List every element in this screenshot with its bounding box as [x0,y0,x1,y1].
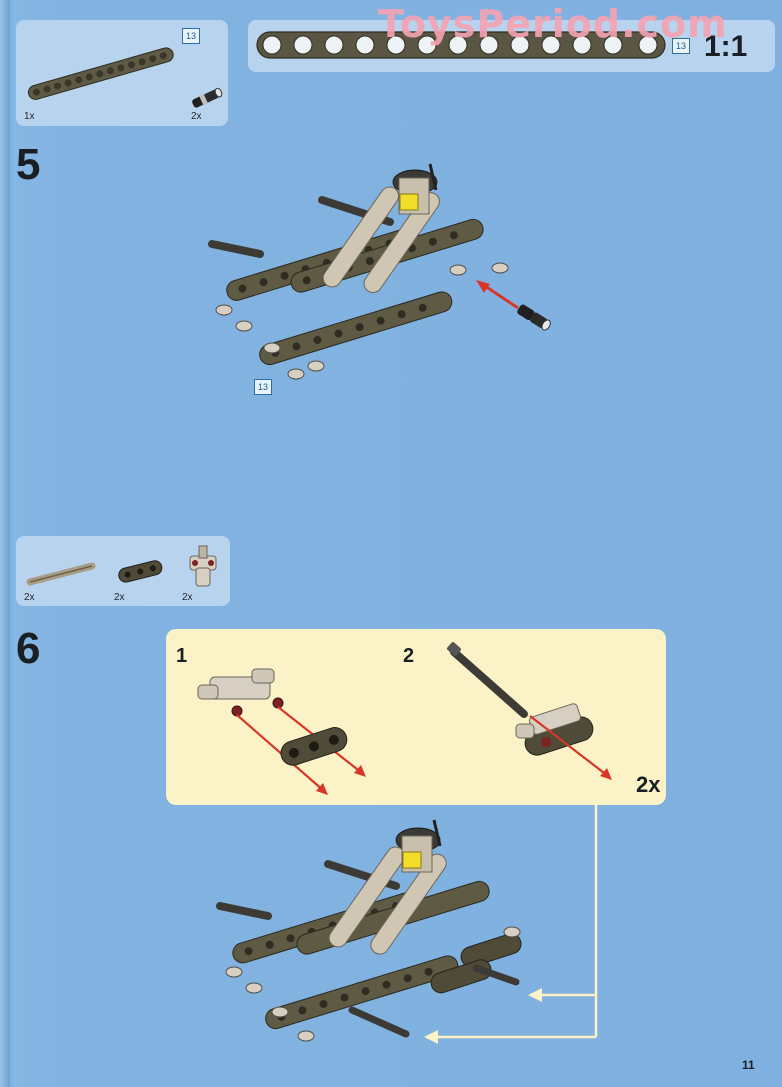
substep-1-number: 1 [176,645,188,667]
axle-part [26,562,96,586]
beam-13-qty: 1x [24,111,35,122]
connector-pin-qty: 2x [191,111,202,122]
connector-pin-part [192,87,223,108]
page-number: 11 [742,1058,755,1072]
substep-1-illustration [197,668,366,795]
page-spine [0,0,10,1087]
scale-beam-ref-badge: 13 [672,38,690,54]
step5-number: 5 [16,140,41,189]
step6-number: 6 [16,624,41,673]
beam-3-part [118,560,163,583]
step6-assembly-illustration [216,819,522,1042]
substep-2-number: 2 [403,645,415,667]
beam-3-qty: 2x [114,592,125,603]
substep-2-illustration [447,642,612,780]
cross-block-part [189,545,217,587]
substep-2-multiplier: 2x [636,772,661,797]
cross-block-qty: 2x [182,592,193,603]
step5-parts-panel: 13 1x 2x [16,20,228,126]
step5-assembly-ref-badge: 13 [254,379,272,395]
callout-arrows [424,805,598,1044]
beam-13-ref-badge: 13 [182,28,200,44]
beam-13-part [27,47,174,100]
step6-parts-panel: 2x 2x 2x [16,536,230,606]
axle-qty: 2x [24,592,35,603]
scale-beam-1-1 [256,31,666,59]
watermark-text: ToysPeriod.com [378,2,728,46]
scale-label: 1:1 [704,30,748,63]
step5-assembly-illustration [208,163,551,380]
